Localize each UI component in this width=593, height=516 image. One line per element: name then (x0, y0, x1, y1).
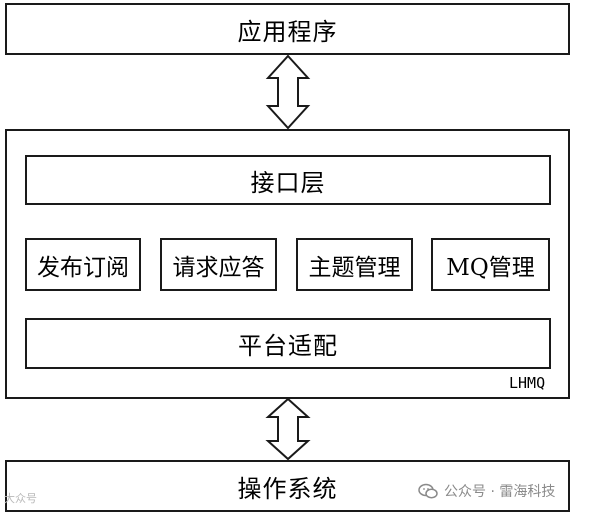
double-arrow-top (265, 54, 311, 130)
double-arrow-bottom-shape (265, 397, 311, 461)
interface-layer-label: 接口层 (250, 168, 326, 197)
application-layer-label: 应用程序 (237, 17, 338, 46)
module-mq-management: MQ管理 (431, 238, 550, 291)
module-request-response: 请求应答 (160, 238, 277, 291)
watermark-left-text: 大众号 (4, 492, 37, 505)
os-layer-label: 操作系统 (237, 474, 338, 503)
platform-adaptation-box: 平台适配 (25, 318, 551, 369)
module-label: MQ管理 (446, 254, 535, 281)
module-label: 请求应答 (172, 254, 265, 281)
module-label: 发布订阅 (37, 254, 129, 281)
double-arrow-top-shape (265, 54, 311, 130)
wechat-icon (418, 483, 438, 499)
lhmq-label: LHMQ (509, 374, 546, 392)
watermark-right-text: 公众号 · 雷海科技 (444, 484, 556, 500)
module-label: 主题管理 (308, 254, 401, 281)
interface-layer-box: 接口层 (25, 155, 551, 205)
double-arrow-bottom (265, 397, 311, 461)
watermark-right: 公众号 · 雷海科技 (418, 481, 555, 501)
watermark-left: 大众号 (4, 490, 37, 506)
module-topic-management: 主题管理 (296, 238, 413, 291)
application-layer-box: 应用程序 (5, 3, 570, 55)
os-layer-box: 操作系统 (5, 460, 570, 512)
platform-adaptation-label: 平台适配 (238, 332, 338, 360)
module-publish-subscribe: 发布订阅 (25, 238, 141, 291)
